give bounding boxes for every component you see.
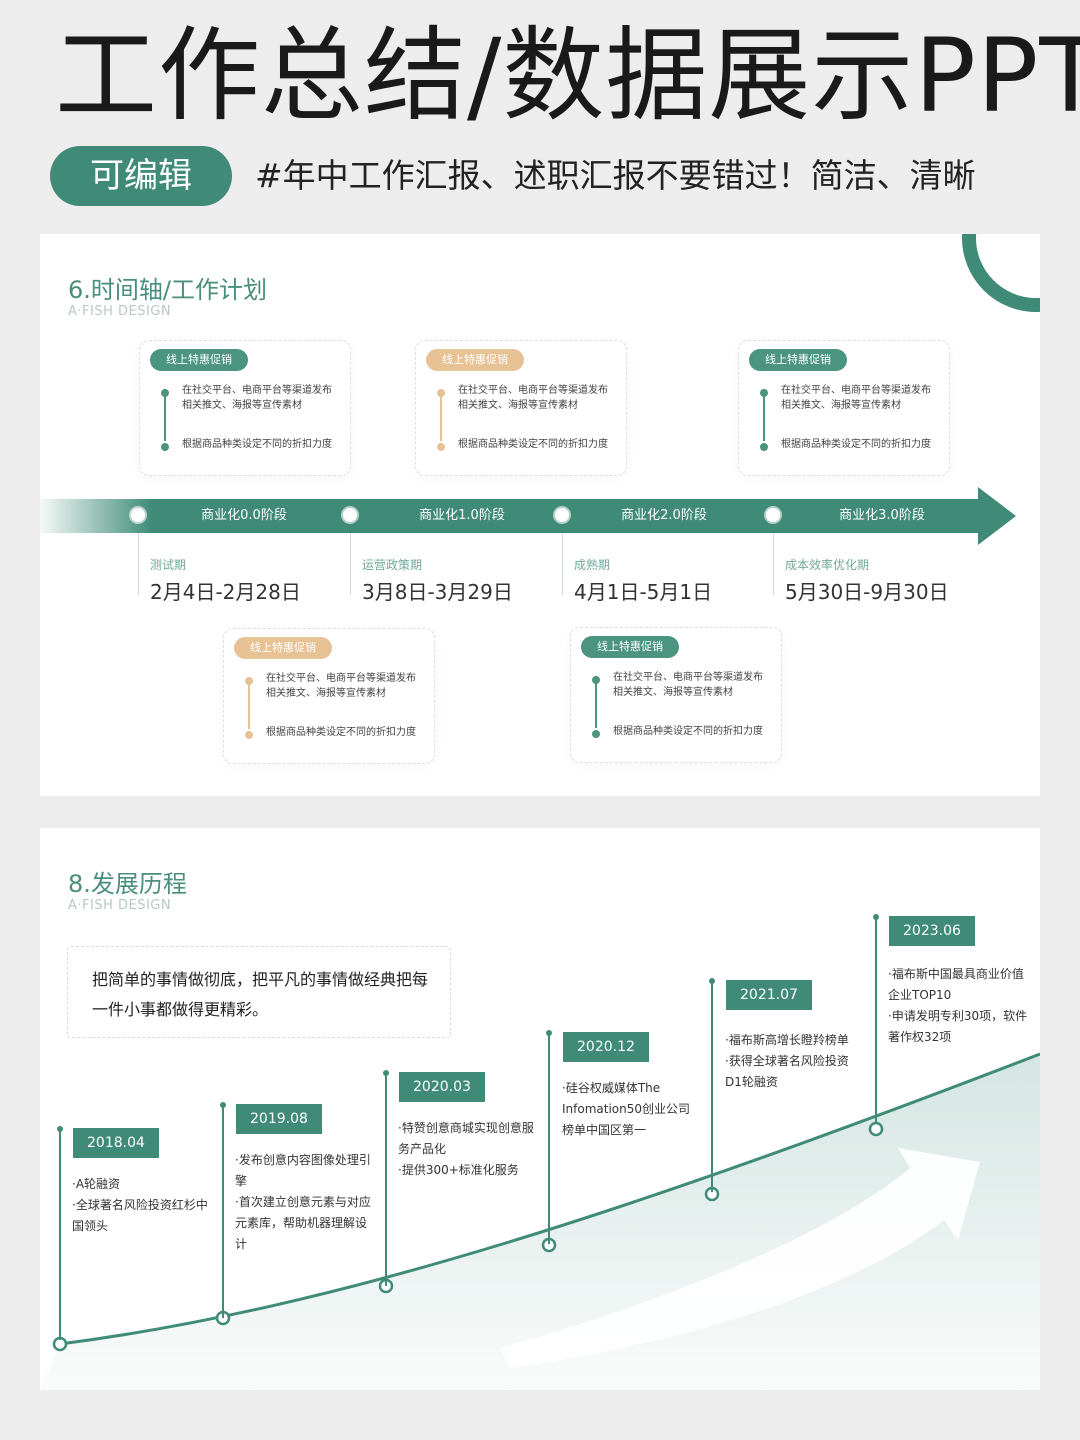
bullet-dot — [437, 389, 445, 397]
stage-period: 测试期 — [150, 558, 187, 572]
milestone-text: ·硅谷权威媒体The Infomation50创业公司榜单中国区第一 — [562, 1081, 691, 1137]
card-tag: 线上特惠促销 — [749, 349, 847, 371]
milestone-stem — [222, 1104, 224, 1318]
milestone-dot — [709, 978, 715, 984]
bullet-dot — [161, 443, 169, 451]
stage-date: 2月4日-2月28日 — [150, 580, 301, 604]
milestone-dot — [873, 914, 879, 920]
bullet-dot — [161, 389, 169, 397]
card-item: 根据商品种类设定不同的折扣力度 — [613, 726, 763, 737]
stage-label: 商业化3.0阶段 — [839, 508, 925, 523]
milestone-date-2018: 2018.04 — [73, 1128, 159, 1158]
growth-curve — [59, 1052, 1040, 1346]
card-connector — [763, 389, 765, 441]
stage-tick — [138, 533, 139, 595]
bullet-dot — [592, 676, 600, 684]
milestone-stem — [548, 1032, 550, 1244]
slide-title: 8.发展历程 — [68, 870, 187, 898]
plan-card: 线上特惠促销 在社交平台、电商平台等渠道发布相关推文、海报等宣传素材 根据商品种… — [223, 628, 435, 764]
milestone-stem — [711, 980, 713, 1192]
milestone-stem — [59, 1128, 61, 1340]
slide-subtitle: A·FISH DESIGN — [68, 304, 172, 319]
slide-title: 6.时间轴/工作计划 — [68, 276, 267, 304]
bullet-dot — [245, 677, 253, 685]
timeline-node — [343, 508, 357, 522]
card-item: 根据商品种类设定不同的折扣力度 — [182, 439, 332, 450]
milestone-date-2020-03: 2020.03 — [399, 1072, 485, 1102]
card-item: 在社交平台、电商平台等渠道发布相关推文、海报等宣传素材 — [781, 385, 931, 411]
stage-tick — [773, 533, 774, 595]
slide-history: 8.发展历程 A·FISH DESIGN 把简单的事情做彻底，把平凡的事情做经典… — [40, 828, 1040, 1390]
curve-node — [868, 1121, 884, 1137]
card-tag: 线上特惠促销 — [581, 636, 679, 658]
slide-subtitle: A·FISH DESIGN — [68, 898, 172, 913]
corner-ring-decoration — [962, 234, 1040, 312]
card-item: 根据商品种类设定不同的折扣力度 — [781, 439, 931, 450]
bullet-dot — [437, 443, 445, 451]
bullet-dot — [592, 730, 600, 738]
milestone-date-2023: 2023.06 — [889, 916, 975, 946]
stage-period: 运营政策期 — [362, 558, 423, 572]
card-item: 在社交平台、电商平台等渠道发布相关推文、海报等宣传素材 — [182, 385, 332, 411]
milestone-dot — [57, 1126, 63, 1132]
bullet-dot — [245, 731, 253, 739]
stage-date: 3月8日-3月29日 — [362, 580, 513, 604]
stage-label: 商业化1.0阶段 — [419, 508, 505, 523]
stage-date: 5月30日-9月30日 — [785, 580, 949, 604]
milestone-text: ·发布创意内容图像处理引擎 ·首次建立创意元素与对应元素库，帮助机器理解设计 — [235, 1153, 371, 1251]
milestone-stem — [875, 916, 877, 1124]
plan-card: 线上特惠促销 在社交平台、电商平台等渠道发布相关推文、海报等宣传素材 根据商品种… — [738, 340, 950, 476]
editable-tag: 可编辑 — [50, 146, 232, 206]
growth-curve-graphic — [40, 1052, 1040, 1390]
card-item: 在社交平台、电商平台等渠道发布相关推文、海报等宣传素材 — [266, 673, 416, 699]
arrow-shape — [500, 1148, 980, 1368]
subtitle: #年中工作汇报、述职汇报不要错过！简洁、清晰 — [255, 156, 976, 195]
card-item: 根据商品种类设定不同的折扣力度 — [266, 727, 416, 738]
stage-period: 成熟期 — [574, 558, 611, 572]
stage-label: 商业化0.0阶段 — [201, 508, 287, 523]
card-connector — [595, 676, 597, 728]
card-tag: 线上特惠促销 — [150, 349, 248, 371]
milestone-dot — [383, 1070, 389, 1076]
milestone-date-2021: 2021.07 — [726, 980, 812, 1010]
stage-date: 4月1日-5月1日 — [574, 580, 713, 604]
stage-label: 商业化2.0阶段 — [621, 508, 707, 523]
quote-box: 把简单的事情做彻底，把平凡的事情做经典把每一件小事都做得更精彩。 — [67, 946, 451, 1038]
milestone-date-2020-12: 2020.12 — [563, 1032, 649, 1062]
growth-area — [40, 1054, 1040, 1390]
stage-tick — [562, 533, 563, 595]
timeline-bar — [40, 499, 980, 533]
plan-card: 线上特惠促销 在社交平台、电商平台等渠道发布相关推文、海报等宣传素材 根据商品种… — [570, 627, 782, 763]
plan-card: 线上特惠促销 在社交平台、电商平台等渠道发布相关推文、海报等宣传素材 根据商品种… — [415, 340, 627, 476]
card-connector — [248, 677, 250, 729]
bullet-dot — [760, 443, 768, 451]
stage-tick — [350, 533, 351, 595]
timeline-node — [555, 508, 569, 522]
card-connector — [164, 389, 166, 441]
milestone-text: ·A轮融资 ·全球著名风险投资红杉中国领头 — [72, 1177, 208, 1233]
card-item: 在社交平台、电商平台等渠道发布相关推文、海报等宣传素材 — [613, 672, 763, 698]
plan-card: 线上特惠促销 在社交平台、电商平台等渠道发布相关推文、海报等宣传素材 根据商品种… — [139, 340, 351, 476]
milestone-text: ·特赞创意商城实现创意服务产品化 ·提供300+标准化服务 — [398, 1121, 534, 1177]
card-tag: 线上特惠促销 — [426, 349, 524, 371]
card-tag: 线上特惠促销 — [234, 637, 332, 659]
milestone-dot — [220, 1102, 226, 1108]
quote-text: 把简单的事情做彻底，把平凡的事情做经典把每一件小事都做得更精彩。 — [92, 970, 429, 1019]
milestone-text: ·福布斯中国最具商业价值企业TOP10 ·申请发明专利30项，软件著作权32项 — [888, 967, 1028, 1044]
card-connector — [440, 389, 442, 441]
timeline-node — [131, 508, 145, 522]
milestone-stem — [385, 1072, 387, 1286]
milestone-text: ·福布斯高增长瞪羚榜单 ·获得全球著名风险投资D1轮融资 — [725, 1033, 849, 1089]
main-title: 工作总结/数据展示PPT — [55, 17, 1080, 136]
card-item: 根据商品种类设定不同的折扣力度 — [458, 439, 608, 450]
milestone-dot — [546, 1030, 552, 1036]
card-item: 在社交平台、电商平台等渠道发布相关推文、海报等宣传素材 — [458, 385, 608, 411]
milestone-date-2019: 2019.08 — [236, 1104, 322, 1134]
slide-timeline: 6.时间轴/工作计划 A·FISH DESIGN 线上特惠促销 在社交平台、电商… — [40, 234, 1040, 796]
timeline-node — [766, 508, 780, 522]
bullet-dot — [760, 389, 768, 397]
stage-period: 成本效率优化期 — [785, 558, 870, 572]
timeline-arrowhead — [978, 487, 1016, 545]
